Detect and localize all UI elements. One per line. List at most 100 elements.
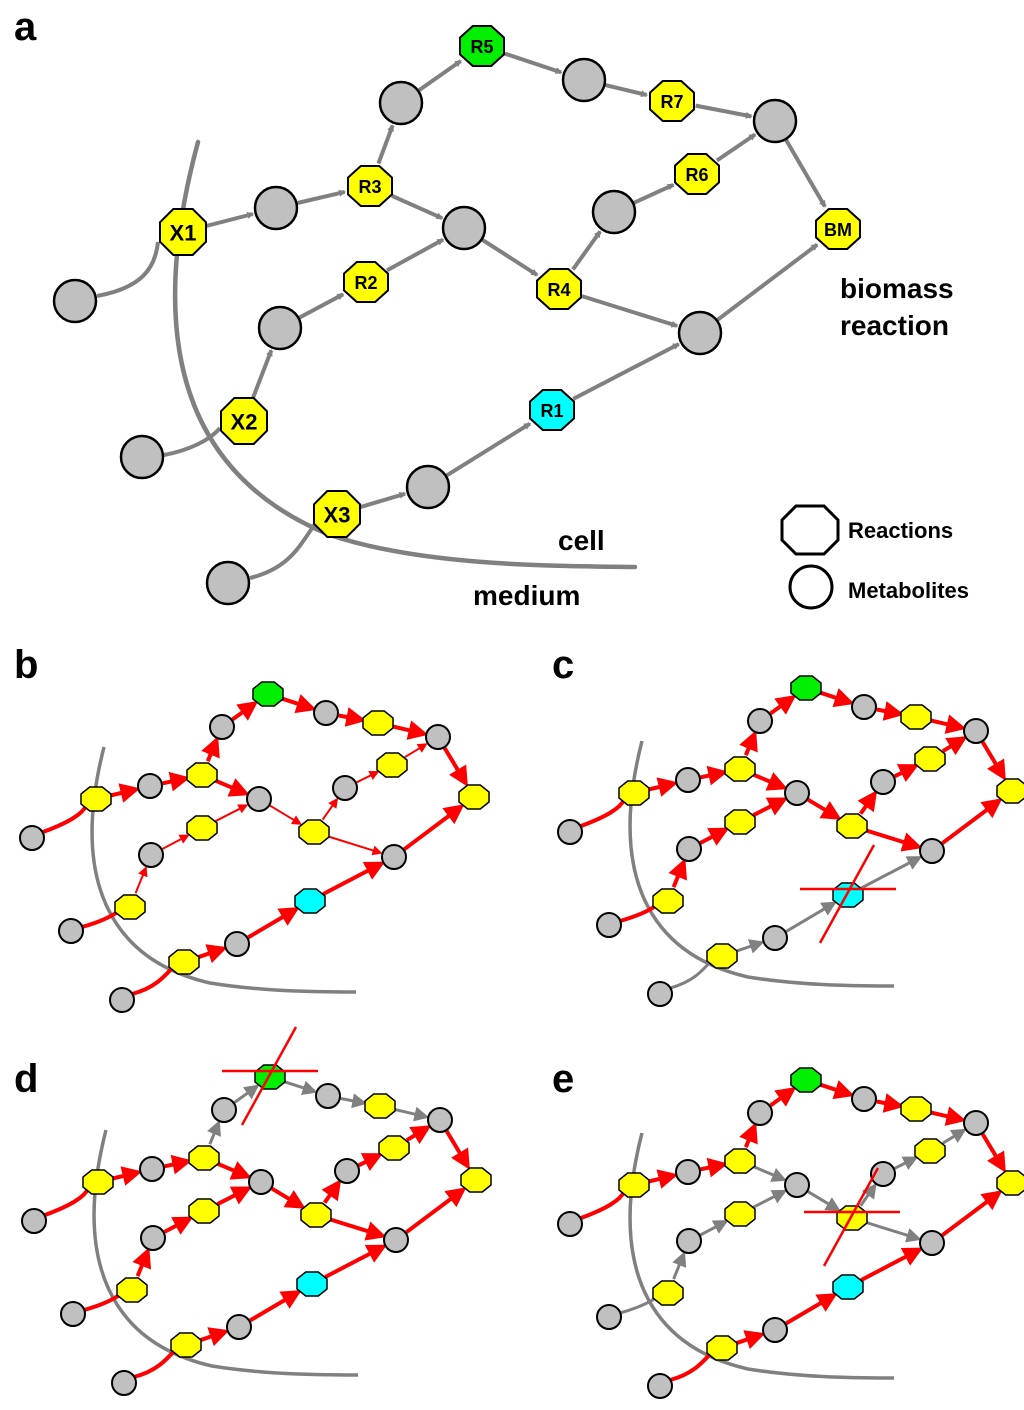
edge-X2-m5 [250, 349, 274, 400]
biomass-label: biomass [840, 273, 954, 304]
edge-X2-m5 [134, 866, 148, 894]
metabolite-m10 [762, 925, 788, 951]
edge-m11-BM [716, 243, 819, 322]
edge-R1-m11 [322, 861, 386, 896]
metabolite-m12 [425, 724, 451, 750]
edge-m8-R7 [876, 1093, 905, 1113]
metabolite-m5 [138, 842, 164, 868]
edge-m5-R2 [699, 1220, 729, 1237]
edge-X2-m5 [672, 1251, 687, 1280]
edge-R6-m12 [715, 132, 757, 163]
uptake-edge-m3 [669, 958, 714, 990]
panel-letter-b: b [14, 643, 38, 687]
edge-m6-R5 [417, 59, 462, 92]
edge-m11-BM [941, 798, 1003, 845]
metabolite-m5 [257, 305, 303, 351]
metabolite-m6 [747, 1100, 773, 1126]
edge-R1-m11 [860, 1247, 924, 1282]
edge-m9-R6 [893, 764, 920, 783]
reaction-X1 [80, 786, 112, 812]
edge-X1-m4 [110, 783, 141, 803]
metabolite-m6 [747, 708, 773, 734]
metabolite-m8 [313, 700, 339, 726]
reaction-R1 [832, 882, 864, 908]
edge-m4-R3 [162, 771, 191, 792]
edge-R4-m9 [857, 790, 878, 815]
knockout-cross-diagonal [818, 844, 876, 944]
metabolite-m9 [870, 769, 896, 795]
reaction-R6 [674, 153, 720, 195]
edge-R2-m7 [216, 1186, 253, 1206]
edge-X3-m10 [197, 944, 228, 964]
reaction-R1 [832, 1274, 864, 1300]
edge-m9-R6 [357, 1153, 384, 1172]
edge-R2-m7 [752, 1189, 788, 1209]
edge-R3-m6 [376, 124, 395, 165]
edge-R4-m11 [865, 1221, 922, 1243]
metabolite-m7 [248, 1169, 274, 1195]
edge-m5-R2 [163, 1216, 194, 1235]
metabolite-m2 [58, 918, 84, 944]
edge-R7-m12 [930, 1106, 967, 1126]
uptake-edge-m3 [249, 522, 317, 580]
reaction-label-X1: X1 [170, 221, 197, 246]
edge-m9-R6 [356, 771, 380, 784]
edge-R4-m11 [581, 294, 679, 328]
metabolite-m3 [647, 981, 673, 1007]
uptake-edge-m3 [669, 1350, 714, 1382]
panel-e-network [557, 1067, 1024, 1399]
edge-X1-m4 [112, 1166, 143, 1186]
metabolite-m6 [211, 1097, 237, 1123]
edge-R4-m9 [571, 230, 602, 271]
reaction-R7 [900, 704, 932, 730]
metabolite-m2 [596, 1304, 622, 1330]
edge-X2-m5 [132, 1247, 152, 1277]
edge-X3-m10 [735, 939, 765, 954]
metabolite-m1 [557, 1211, 583, 1237]
panel-d-network [21, 1026, 492, 1396]
reaction-label-R7: R7 [660, 92, 683, 112]
metabolite-m7 [441, 205, 487, 251]
edge-X1-m4 [648, 1169, 679, 1189]
reaction-R2 [724, 1201, 756, 1227]
edge-R7-m12 [695, 103, 753, 119]
metabolite-m8 [561, 57, 607, 103]
edge-m5-R2 [699, 827, 730, 846]
edge-R1-m11 [324, 1244, 388, 1279]
reaction-BM [996, 778, 1024, 804]
edge-R4-m9 [859, 1182, 877, 1207]
edge-R5-m8 [504, 51, 563, 75]
edge-m8-R7 [338, 707, 367, 727]
reaction-X1 [82, 1169, 114, 1195]
reaction-X3 [170, 1332, 202, 1358]
metabolite-m9 [334, 1158, 360, 1184]
uptake-edge-m3 [131, 964, 176, 996]
edge-X3-m10 [359, 491, 407, 510]
edge-R1-m11 [860, 856, 923, 890]
edge-X3-m10 [735, 1330, 766, 1350]
metabolite-m5 [676, 1228, 702, 1254]
edge-m7-R4 [269, 804, 303, 825]
edge-R6-m12 [941, 736, 968, 756]
metabolite-m11 [919, 838, 945, 864]
edge-m12-BM [444, 1130, 470, 1170]
edge-R3-m6 [207, 1120, 221, 1145]
edge-R4-m11 [865, 828, 923, 852]
reaction-R7 [900, 1096, 932, 1122]
reaction-label-R3: R3 [358, 177, 381, 197]
metabolite-m3 [111, 1370, 137, 1396]
reaction-BM [460, 1167, 492, 1193]
reaction-BM [815, 208, 861, 250]
metabolite-m9 [332, 775, 358, 801]
edge-R5-m8 [819, 1080, 855, 1100]
metabolite-m4 [137, 773, 163, 799]
edge-m6-R5 [231, 700, 259, 722]
edge-X1-m4 [648, 777, 679, 797]
edge-R2-m7 [386, 237, 445, 273]
cell-label: cell [558, 525, 605, 556]
edge-R3-m7 [753, 772, 788, 791]
reaction-label-R4: R4 [547, 280, 570, 300]
edge-R3-m6 [739, 730, 758, 756]
reaction-X3 [706, 943, 738, 969]
